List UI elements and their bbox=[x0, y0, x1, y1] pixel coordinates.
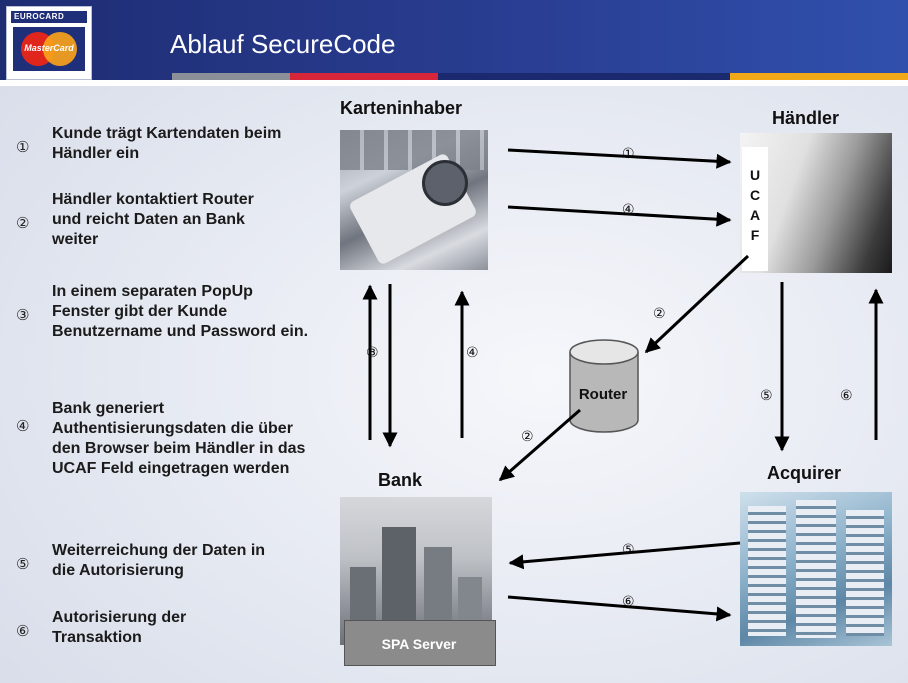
step-1-text: Kunde trägt Kartendaten beim Händler ein bbox=[52, 125, 282, 162]
node-label-bank: Bank bbox=[378, 470, 423, 490]
acquirer-photo bbox=[740, 492, 892, 646]
arrow-label-4-top: ④ bbox=[622, 202, 635, 218]
arrow-label-3: ③ bbox=[366, 345, 379, 361]
step-6-text: Autorisierung der Transaktion bbox=[52, 609, 187, 646]
logo-mastercard-text: MasterCard bbox=[24, 43, 74, 53]
arrow-label-4-left: ④ bbox=[466, 345, 479, 361]
server-rack-shape bbox=[748, 506, 786, 636]
arrow-label-2-merchant: ② bbox=[653, 306, 666, 322]
arrow-merchant-to-router bbox=[644, 254, 750, 354]
node-label-merchant: Händler bbox=[772, 108, 840, 128]
server-rack-shape bbox=[846, 510, 884, 636]
spa-server-label: SPA Server bbox=[381, 636, 457, 652]
stripe-yellow bbox=[730, 73, 908, 80]
mastercard-logo: EUROCARD MasterCard bbox=[6, 6, 92, 80]
stripe-red bbox=[290, 73, 438, 80]
node-label-cardholder: Karteninhaber bbox=[340, 98, 463, 118]
router-cylinder bbox=[569, 339, 639, 433]
router-label: Router bbox=[578, 386, 628, 403]
arrow-acquirer-to-bank-5 bbox=[508, 541, 741, 570]
card-emblem-shape bbox=[422, 160, 468, 206]
ucaf-field: U C A F bbox=[742, 147, 768, 271]
step-3-number: ③ bbox=[16, 306, 30, 324]
arrow-router-to-bank bbox=[498, 408, 581, 482]
arrow-card-to-merchant-4 bbox=[507, 205, 732, 227]
arrow-label-6-bottom: ⑥ bbox=[622, 594, 635, 610]
arrow-card-to-merchant-1 bbox=[507, 148, 732, 169]
ucaf-letter-a: A bbox=[749, 207, 761, 223]
logo-card: MasterCard bbox=[13, 27, 85, 71]
step-4-number: ④ bbox=[16, 417, 30, 435]
ucaf-letter-u: U bbox=[749, 167, 761, 183]
step-5-text: Weiterreichung der Daten in die Autorisi… bbox=[52, 542, 266, 579]
step-2-text: Händler kontaktiert Router und reicht Da… bbox=[52, 191, 254, 248]
step-2-number: ② bbox=[16, 214, 30, 232]
stripe-grey bbox=[172, 73, 290, 80]
step-4-text: Bank generiert Authentisierungsdaten die… bbox=[52, 400, 306, 477]
arrow-label-5-right: ⑤ bbox=[760, 388, 773, 404]
arrow-label-5-bottom: ⑤ bbox=[622, 542, 635, 558]
step-5-number: ⑤ bbox=[16, 555, 30, 573]
server-rack-shape bbox=[796, 500, 836, 638]
ucaf-letter-f: F bbox=[750, 227, 760, 243]
arrow-label-1: ① bbox=[622, 146, 635, 162]
node-label-acquirer: Acquirer bbox=[767, 463, 842, 483]
arrow-label-6-right: ⑥ bbox=[840, 388, 853, 404]
step-3-text: In einem separaten PopUp Fenster gibt de… bbox=[52, 283, 309, 340]
arrow-label-2-router: ② bbox=[521, 429, 534, 445]
header-bar bbox=[0, 0, 908, 80]
spa-server-box bbox=[344, 620, 496, 666]
arrow-bank-to-acquirer-6 bbox=[507, 595, 732, 622]
header-underbar bbox=[0, 80, 908, 86]
slide-title: Ablauf SecureCode bbox=[170, 29, 396, 59]
cardholder-photo bbox=[340, 130, 488, 270]
logo-eurocard-text: EUROCARD bbox=[11, 11, 87, 23]
ucaf-letter-c: C bbox=[749, 187, 761, 203]
stripe-blue bbox=[438, 73, 730, 80]
step-6-number: ⑥ bbox=[16, 622, 30, 640]
logo-yellow-circle bbox=[43, 32, 77, 66]
step-1-number: ① bbox=[16, 138, 30, 156]
keyboard-shape bbox=[340, 130, 488, 170]
